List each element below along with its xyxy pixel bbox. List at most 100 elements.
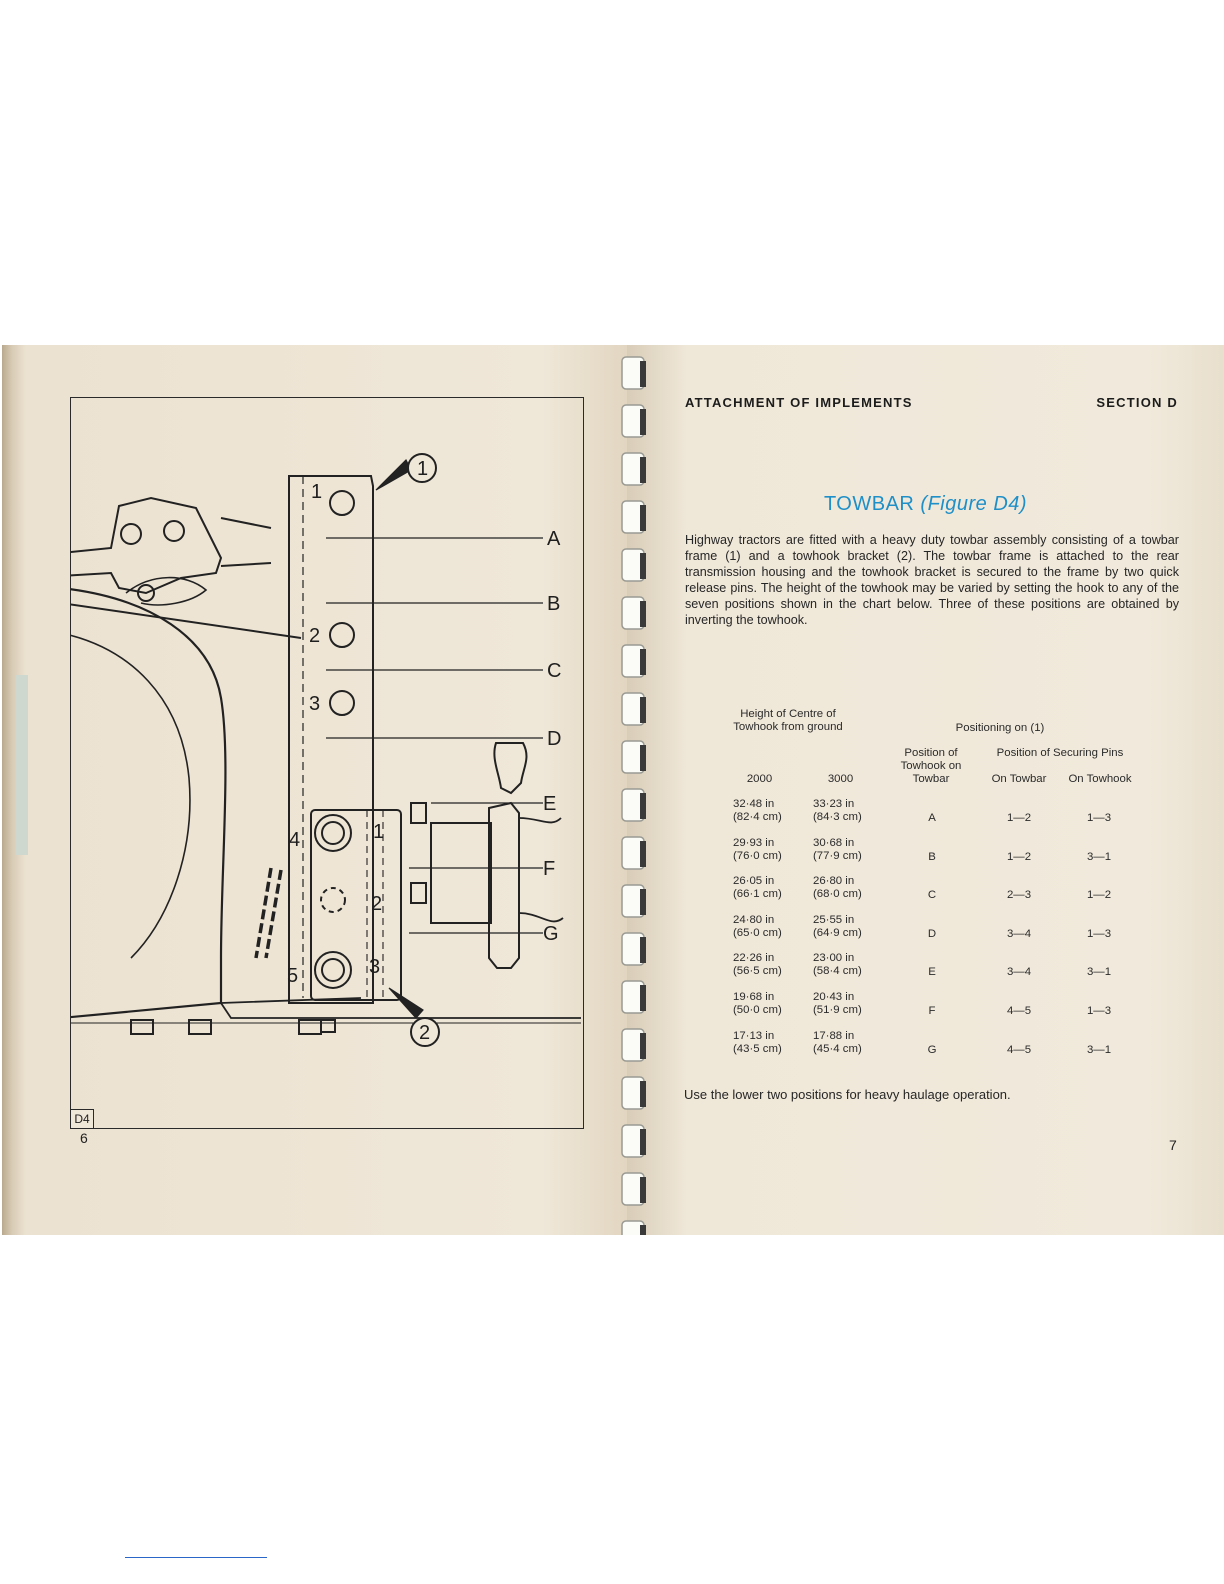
spiral-loop-shadow — [640, 457, 646, 483]
header-height-group: Height of Centre of Towhook from ground — [733, 708, 843, 733]
cell-towhook: 3—1 — [1086, 966, 1112, 979]
callout-bracket-2: 2 — [419, 1022, 430, 1044]
position-label-e: E — [543, 793, 556, 815]
cell-m3000-cm: (64·9 cm) — [813, 926, 862, 939]
cell-towhook: 1—3 — [1086, 1005, 1112, 1017]
position-label-a: A — [547, 528, 561, 550]
spiral-loop-shadow — [640, 361, 646, 387]
cell-m2000-in: 29·93 in — [733, 836, 775, 849]
position-label-f: F — [543, 858, 555, 880]
header-on-towhook: On Towhook — [1068, 773, 1132, 785]
cell-towbar: 4—5 — [1006, 1005, 1032, 1017]
cell-m3000-cm: (51·9 cm) — [813, 1004, 862, 1016]
cell-position: A — [928, 812, 936, 824]
spiral-loop-shadow — [640, 649, 646, 675]
cell-m2000-cm: (82·4 cm) — [733, 811, 782, 823]
spiral-loop-shadow — [640, 697, 646, 723]
section-label: SECTION D — [1096, 395, 1178, 410]
cell-position: E — [928, 966, 936, 979]
cell-m2000-in: 26·05 in — [733, 875, 775, 888]
figure-label: D4 — [71, 1109, 94, 1128]
cell-m2000-cm: (43·5 cm) — [733, 1042, 782, 1055]
cell-m3000-in: 23·00 in — [813, 952, 855, 965]
spiral-loop-shadow — [640, 793, 646, 819]
cell-m2000-cm: (56·5 cm) — [733, 965, 782, 978]
cell-m2000-cm: (66·1 cm) — [733, 888, 782, 901]
cell-towhook: 1—3 — [1086, 812, 1112, 824]
frame-hole-3: 3 — [309, 693, 320, 715]
page-title: TOWBAR (Figure D4) — [627, 493, 1224, 516]
booklet-spread: 1 2 A B C D E F G 1 2 3 1 2 3 4 — [2, 345, 1224, 1235]
spiral-loop-shadow — [640, 601, 646, 627]
section-heading: ATTACHMENT OF IMPLEMENTS — [685, 395, 913, 410]
cell-m3000-in: 26·80 in — [813, 875, 855, 888]
header-position-on-towbar: Position of Towhook on Towbar — [900, 747, 962, 785]
bracket-number-5: 5 — [287, 965, 298, 987]
cell-towbar: 1—2 — [1006, 850, 1032, 863]
position-label-c: C — [547, 660, 561, 682]
cell-position: F — [928, 1005, 936, 1017]
section-tab — [16, 675, 28, 855]
frame-hole-1: 1 — [311, 481, 322, 503]
cell-towbar: 3—4 — [1006, 966, 1032, 979]
cell-m3000-in: 25·55 in — [813, 913, 855, 926]
position-label-d: D — [547, 728, 561, 750]
cell-m3000-in: 33·23 in — [813, 798, 855, 810]
spiral-loop-shadow — [640, 409, 646, 435]
header-model-3000: 3000 — [827, 773, 854, 785]
spiral-loop-shadow — [640, 1081, 646, 1107]
cell-m2000-in: 17·13 in — [733, 1029, 775, 1042]
bracket-number-4: 4 — [289, 829, 300, 851]
frame-hole-2: 2 — [309, 625, 320, 647]
cell-position: G — [927, 1043, 937, 1056]
cell-towhook: 1—2 — [1086, 889, 1112, 902]
header-on-towbar: On Towbar — [991, 773, 1047, 785]
bracket-number-1: 1 — [373, 821, 384, 843]
spiral-loop-shadow — [640, 1129, 646, 1155]
decorative-underline — [125, 1557, 267, 1558]
spiral-loop-shadow — [640, 937, 646, 963]
cell-towbar: 4—5 — [1006, 1043, 1032, 1056]
spiral-loop-shadow — [640, 889, 646, 915]
heavy-haulage-note: Use the lower two positions for heavy ha… — [684, 1087, 1011, 1102]
spiral-loop-shadow — [640, 1033, 646, 1059]
callout-frame-1: 1 — [417, 458, 428, 480]
spiral-loop — [621, 1220, 645, 1235]
cell-towbar: 3—4 — [1006, 927, 1032, 940]
cell-m2000-in: 19·68 in — [733, 991, 775, 1003]
left-page: 1 2 A B C D E F G 1 2 3 1 2 3 4 — [2, 345, 627, 1235]
cell-m3000-cm: (45·4 cm) — [813, 1042, 862, 1055]
cell-towbar: 2—3 — [1006, 889, 1032, 902]
position-label-g: G — [543, 923, 559, 945]
spiral-loop-shadow — [640, 841, 646, 867]
spiral-loop-shadow — [640, 553, 646, 579]
towbar-diagram: 1 2 A B C D E F G 1 2 3 1 2 3 4 — [71, 453, 581, 1047]
cell-m2000-in: 22·26 in — [733, 952, 775, 965]
spiral-loop-shadow — [640, 745, 646, 771]
cell-m3000-in: 20·43 in — [813, 991, 855, 1003]
cell-m3000-in: 30·68 in — [813, 836, 855, 849]
title-main: TOWBAR — [823, 493, 921, 515]
cell-m3000-cm: (84·3 cm) — [813, 811, 862, 823]
cell-position: D — [927, 927, 937, 940]
title-figure-ref: (Figure D4) — [920, 493, 1028, 515]
cell-m2000-cm: (50·0 cm) — [733, 1004, 782, 1016]
page-number-right: 7 — [1169, 1137, 1177, 1153]
right-page: ATTACHMENT OF IMPLEMENTS SECTION D TOWBA… — [627, 345, 1224, 1235]
page-number-left: 6 — [80, 1130, 88, 1146]
spiral-loop-shadow — [640, 1177, 646, 1203]
cell-towhook: 3—1 — [1086, 850, 1112, 863]
intro-paragraph: Highway tractors are fitted with a heavy… — [685, 533, 1179, 627]
cell-m3000-cm: (68·0 cm) — [813, 888, 862, 901]
cell-m2000-cm: (65·0 cm) — [733, 926, 782, 939]
header-model-2000: 2000 — [746, 773, 773, 785]
cell-m3000-cm: (58·4 cm) — [813, 965, 862, 978]
bracket-number-3: 3 — [369, 956, 380, 978]
spiral-loop-shadow — [640, 985, 646, 1011]
spiral-loop-shadow — [640, 505, 646, 531]
cell-position: B — [928, 850, 936, 863]
cell-m3000-in: 17·88 in — [813, 1029, 855, 1042]
position-label-b: B — [547, 593, 560, 615]
header-securing-pins: Position of Securing Pins — [996, 747, 1124, 759]
cell-m3000-cm: (77·9 cm) — [813, 849, 862, 862]
